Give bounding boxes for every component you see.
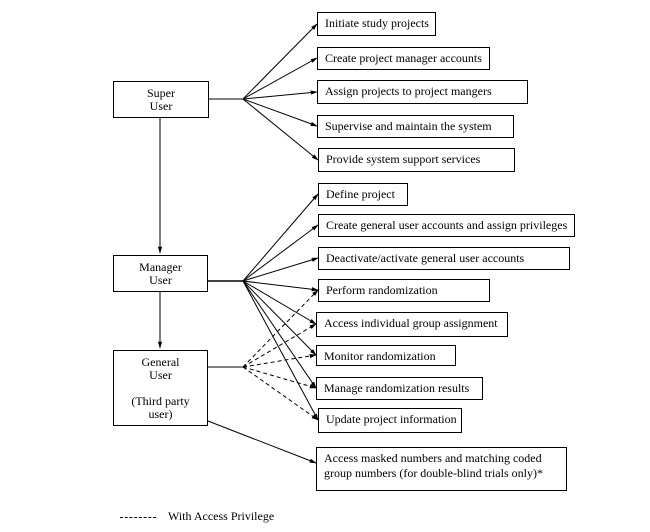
edges-layer xyxy=(157,23,319,464)
task-access-masked-numbers: Access masked numbers and matching coded… xyxy=(316,447,567,491)
task-initiate-study-projects: Initiate study projects xyxy=(317,12,436,36)
manager-task-arrow xyxy=(242,193,319,282)
legend-label: With Access Privilege xyxy=(168,509,275,523)
manager-task-arrow xyxy=(242,280,317,325)
super-task-arrow xyxy=(242,57,318,100)
super-task-arrow xyxy=(242,90,318,100)
task-define-project: Define project xyxy=(318,183,408,206)
super-task-arrow xyxy=(242,98,319,161)
general-user-label-4: user) xyxy=(148,407,173,421)
task-perform-randomization: Perform randomization xyxy=(318,279,490,302)
manager-task-arrow xyxy=(242,224,319,282)
masked-numbers-line-1: Access masked numbers and matching coded xyxy=(324,451,542,465)
general-user-label-2: User xyxy=(149,368,172,382)
manager-task-arrow xyxy=(242,280,317,389)
task-deactivate-activate-accounts: Deactivate/activate general user account… xyxy=(318,247,570,270)
super-task-arrow xyxy=(242,23,318,100)
task-provide-support: Provide system support services xyxy=(318,148,515,172)
general-user-label-3: (Third party xyxy=(131,394,190,408)
general-privilege-arrow xyxy=(242,366,319,421)
dashed-line-legend-icon xyxy=(120,516,156,518)
task-supervise-system: Supervise and maintain the system xyxy=(317,115,514,138)
manager-user-label-1: Manager xyxy=(139,260,182,274)
task-update-project-information: Update project information xyxy=(318,408,462,433)
general-privilege-arrow xyxy=(242,323,317,368)
manager-task-arrow xyxy=(242,280,319,421)
masked-numbers-line-2: group numbers (for double-blind trials o… xyxy=(324,466,543,480)
manager-task-arrow xyxy=(242,257,319,282)
super-user-label-1: Super xyxy=(147,86,175,100)
general-privilege-arrow xyxy=(242,366,317,389)
super-task-arrow xyxy=(242,98,318,127)
general-user-box: General User (Third party user) xyxy=(113,350,208,426)
task-assign-projects: Assign projects to project mangers xyxy=(317,80,528,104)
manager-task-arrow xyxy=(242,280,317,356)
super-user-box: Super User xyxy=(113,81,209,118)
general-privilege-arrow xyxy=(242,289,319,368)
task-manage-randomization-results: Manage randomization results xyxy=(316,377,483,400)
manager-user-box: Manager User xyxy=(113,255,208,292)
task-create-project-manager-accounts: Create project manager accounts xyxy=(317,47,490,70)
manager-user-label-2: User xyxy=(149,273,172,287)
manager-task-arrow xyxy=(242,280,319,292)
general-privilege-arrow xyxy=(242,353,317,368)
general-to-masked-arrow xyxy=(189,413,317,464)
task-access-individual-group-assignment: Access individual group assignment xyxy=(316,312,508,337)
task-create-general-user-accounts: Create general user accounts and assign … xyxy=(318,214,575,237)
general-user-label-1: General xyxy=(141,355,180,369)
legend: With Access Privilege xyxy=(120,509,274,524)
task-monitor-randomization: Monitor randomization xyxy=(316,345,456,366)
super-user-label-2: User xyxy=(149,99,173,113)
